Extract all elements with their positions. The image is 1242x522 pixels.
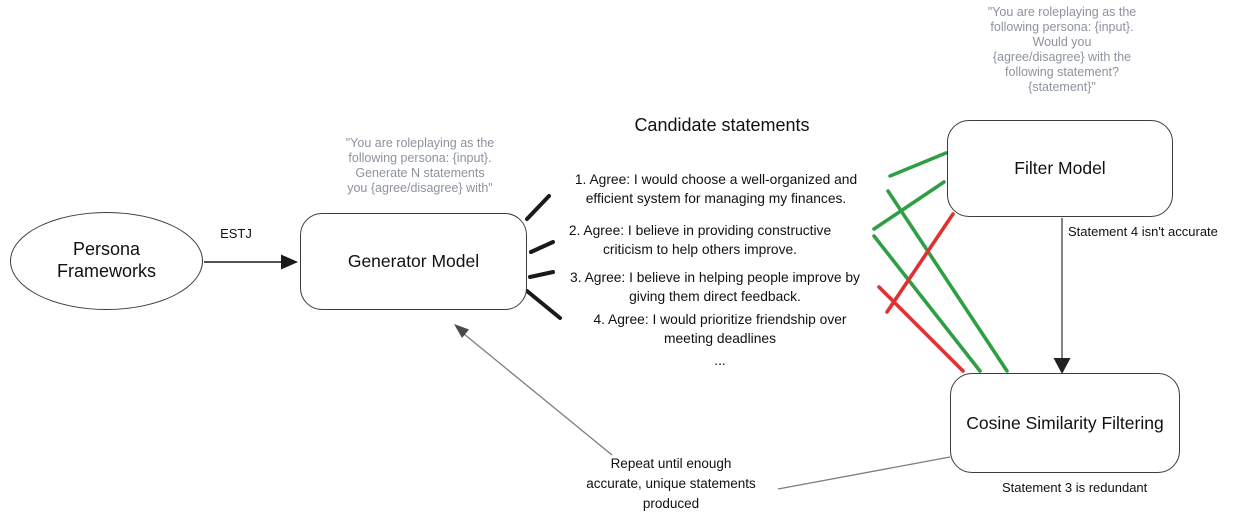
generator-model-label: Generator Model [347,251,480,271]
cosine-similarity-label: Cosine Similarity Filtering [966,412,1164,433]
estj-label: ESTJ [220,226,252,241]
generator-fan-line-4 [525,289,562,320]
generator-fan-line-3 [528,270,555,279]
repeat-loop-arrow [454,324,613,456]
filter-to-statement4-link [885,212,955,314]
statement1-to-cosine-link [886,189,1009,373]
generator-fan-line-2 [529,240,555,254]
candidate-statement-4: 4. Agree: I would prioritize friendship … [593,312,847,346]
filter-model-label: Filter Model [1014,158,1106,178]
filter-to-cosine-arrow [1053,218,1071,374]
cosine-similarity-node: Cosine Similarity Filtering [950,373,1180,473]
persona-frameworks-node: Persona Frameworks [10,212,203,310]
generator-fan-line-1 [525,194,551,221]
filter-prompt-text: "You are roleplaying as the following pe… [987,5,1137,94]
statement1-to-filter-link [888,151,948,178]
statement2-to-cosine-link [872,234,982,373]
filter-note: Statement 4 isn't accurate [1068,224,1218,239]
cosine-note: Statement 3 is redundant [1002,480,1148,495]
repeat-loop-note: Repeat until enough accurate, unique sta… [586,456,756,511]
candidate-statement-2: 2. Agree: I believe in providing constru… [568,223,832,257]
estj-arrow [204,254,298,270]
candidate-statement-1: 1. Agree: I would choose a well-organize… [574,172,858,206]
persona-frameworks-label: Persona Frameworks [56,239,156,281]
candidate-statements-ellipsis: ... [714,353,726,368]
filter-model-node: Filter Model [947,120,1173,217]
candidate-statement-3: 3. Agree: I believe in helping people im… [570,270,860,304]
generator-prompt-text: "You are roleplaying as the following pe… [345,136,495,195]
statement3-to-cosine-link [877,285,965,373]
statement2-to-filter-link [872,180,946,231]
cosine-to-loop-note-line [777,456,951,490]
candidate-statements-title: Candidate statements [634,115,810,135]
generator-model-node: Generator Model [300,213,527,310]
